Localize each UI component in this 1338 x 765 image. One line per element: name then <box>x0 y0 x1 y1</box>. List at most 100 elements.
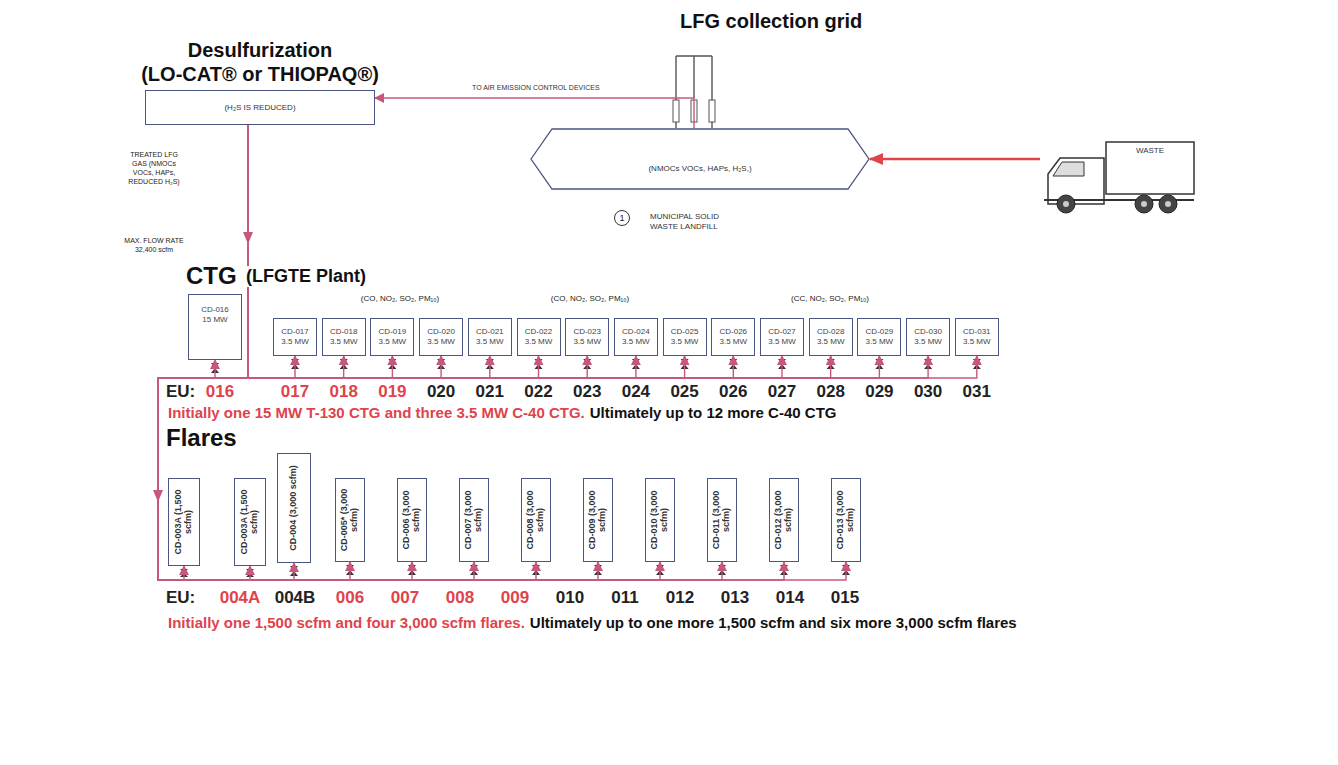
note-text: Initially one 1,500 scfm and four 3,000 … <box>168 614 525 631</box>
ctg-box: CD-0303.5 MW <box>906 318 950 356</box>
node-text: (NMOCs VOCs, HAPs, H₂S,) <box>530 164 870 173</box>
node-text: CD-027 <box>768 327 796 337</box>
node-text: 3.5 MW <box>963 337 991 347</box>
connector <box>375 98 694 128</box>
node-text: CD-020 <box>427 327 455 337</box>
emission-unit-id: 011 <box>611 588 638 608</box>
node-text: 3.5 MW <box>476 337 504 347</box>
emission-unit-id: 031 <box>963 382 991 402</box>
node-text: CD-004 (3,000 scfm) <box>289 457 299 559</box>
emission-unit-id: 028 <box>817 382 845 402</box>
waste-truck: WASTE <box>1040 140 1196 216</box>
node-text: 3.5 MW <box>379 337 407 347</box>
emission-unit-id: 007 <box>391 588 419 608</box>
connector <box>248 125 441 378</box>
node-text: CD-022 <box>525 327 553 337</box>
emission-unit-id: 014 <box>776 588 804 608</box>
node-text: 3.5 MW <box>768 337 796 347</box>
node-text: 3.5 MW <box>914 337 942 347</box>
node-text: 3.5 MW <box>525 337 553 347</box>
emission-unit-id: 024 <box>622 382 650 402</box>
node-text: CD-019 <box>379 327 407 337</box>
ctg-box: CD-0233.5 MW <box>565 318 609 356</box>
note-text: Initially one 15 MW T-130 CTG and three … <box>168 404 585 421</box>
label-text: LFG collection grid <box>680 10 862 33</box>
node-text: 3.5 MW <box>671 337 699 347</box>
connector <box>248 125 539 378</box>
label-text: (CC, NO₂, SO₂, PM₁₀) <box>791 294 869 303</box>
node-text: 3.5 MW <box>866 337 894 347</box>
flare-box: CD-006 (3,000 scfm) <box>397 478 427 562</box>
label-text: Flares <box>166 424 237 452</box>
emission-unit-id: 008 <box>446 588 474 608</box>
connector <box>248 125 490 378</box>
node-text: CD-029 <box>866 327 894 337</box>
ctg-box: CD-0243.5 MW <box>614 318 658 356</box>
emission-unit-id: 023 <box>573 382 601 402</box>
node-text: CD-023 <box>573 327 601 337</box>
node-text: 3.5 MW <box>817 337 845 347</box>
node-text: 3.5 MW <box>622 337 650 347</box>
node-text: CD-028 <box>817 327 845 337</box>
label-text: (CO, NO₂, SO₂, PM₁₀) <box>551 294 629 303</box>
note-row: Initially one 1,500 scfm and four 3,000 … <box>168 614 1017 631</box>
node-text: CD-013 (3,000 scfm) <box>836 482 856 558</box>
emission-unit-id: 012 <box>666 588 694 608</box>
node-text: CD-012 (3,000 scfm) <box>774 482 794 558</box>
node-text: CD-018 <box>330 327 358 337</box>
emission-unit-id: 004A <box>220 588 261 608</box>
node-text: 3.5 MW <box>281 337 309 347</box>
emission-unit-id: 015 <box>831 588 859 608</box>
landfill-outline <box>531 129 869 189</box>
node-text: 3.5 MW <box>720 337 748 347</box>
flare-box: CD-008 (3,000 scfm) <box>521 478 551 562</box>
landfill-outline <box>530 128 870 190</box>
edge-label: TO AIR EMISSION CONTROL DEVICES <box>470 84 602 91</box>
node-text: WASTE <box>1108 146 1192 155</box>
connector <box>248 125 879 378</box>
ctg-box: CD-0223.5 MW <box>517 318 561 356</box>
node-text: CD-026 <box>720 327 748 337</box>
emission-unit-id: 009 <box>501 588 529 608</box>
flare-box: CD-013 (3,000 scfm) <box>831 478 861 562</box>
node-text: CD-003A (1,500 scfm) <box>240 482 260 562</box>
flow-arrow <box>153 232 253 502</box>
connector <box>248 125 928 378</box>
node-text: CD-025 <box>671 327 699 337</box>
node-text: CD-024 <box>622 327 650 337</box>
connector <box>158 125 536 580</box>
node-text: 3.5 MW <box>573 337 601 347</box>
node-text: CD-005* (3,000 scfm) <box>340 482 360 558</box>
truck-hub <box>1141 201 1147 207</box>
node-text: Desulfurization <box>188 39 332 62</box>
ctg-box: CD-0183.5 MW <box>322 318 366 356</box>
emission-unit-id: 029 <box>865 382 893 402</box>
node-text: 3.5 MW <box>427 337 455 347</box>
ctg-box: CD-0283.5 MW <box>809 318 853 356</box>
node-text: CD-009 (3,000 scfm) <box>588 482 608 558</box>
flare-box: CD-009 (3,000 scfm) <box>583 478 613 562</box>
connector <box>158 125 474 580</box>
label-text: (LFGTE Plant) <box>244 266 368 287</box>
note-text: Ultimately up to one more 1,500 scfm and… <box>530 614 1017 631</box>
flare-box: CD-011 (3,000 scfm) <box>707 478 737 562</box>
truck-illustration <box>1040 140 1196 216</box>
landfill-shape: (NMOCs VOCs, HAPs, H₂S,)MUNICIPAL SOLID … <box>530 128 870 190</box>
emission-unit-id: 025 <box>670 382 698 402</box>
emission-unit-id: 016 <box>206 382 234 402</box>
truck-wheel <box>1057 195 1075 213</box>
connector <box>158 125 722 580</box>
truck-body <box>1106 142 1194 194</box>
connector <box>158 125 846 580</box>
node-text: 15 MW <box>202 315 227 325</box>
label-text: CTG <box>186 262 237 290</box>
flare-box: CD-010 (3,000 scfm) <box>645 478 675 562</box>
truck-wheel <box>1159 195 1177 213</box>
truck-hub <box>1063 201 1069 207</box>
connector <box>158 125 598 580</box>
ctg-box: CD-0313.5 MW <box>955 318 999 356</box>
ctg-box: CD-0253.5 MW <box>663 318 707 356</box>
callout-number: 1 <box>614 210 630 226</box>
truck-window <box>1053 162 1084 176</box>
